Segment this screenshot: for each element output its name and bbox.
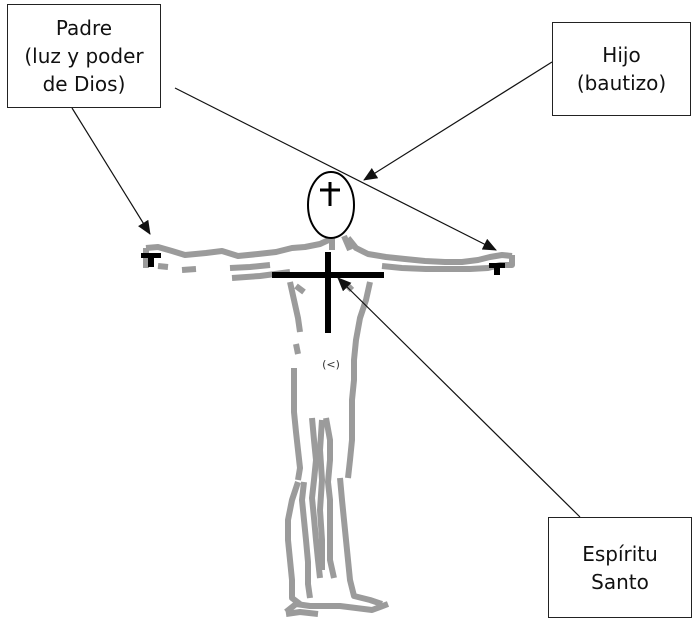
hijo-line-1: Hijo xyxy=(602,41,640,69)
espiritu-line-1: Espíritu xyxy=(582,540,658,568)
label-box-padre: Padre (luz y poder de Dios) xyxy=(7,4,161,108)
arrow-espiritu-cross xyxy=(338,278,580,517)
arm-upper-outline-right xyxy=(348,238,512,262)
arm-lower-left-dash2 xyxy=(182,269,196,270)
padre-line-1: Padre xyxy=(56,14,112,42)
leg-right-outer xyxy=(340,478,382,604)
torso-left-lower xyxy=(294,368,300,480)
torso-left-mid xyxy=(296,344,298,354)
padre-line-3: de Dios) xyxy=(43,70,126,98)
leg-right-inner xyxy=(326,418,334,578)
arrow-hijo-head xyxy=(364,62,552,180)
chest-inner-left xyxy=(296,286,304,292)
navel-mark: (<) xyxy=(322,358,340,371)
label-box-espiritu-santo: Espíritu Santo xyxy=(548,517,692,618)
padre-line-2: (luz y poder xyxy=(24,42,143,70)
arrow-padre-left-hand xyxy=(72,108,150,234)
hijo-line-2: (bautizo) xyxy=(577,69,666,97)
arm-upper-outline xyxy=(146,238,333,256)
leg-left-inner-2 xyxy=(302,482,310,598)
label-box-hijo: Hijo (bautizo) xyxy=(552,22,691,116)
arm-lower-left xyxy=(230,265,270,268)
right-hand-mark xyxy=(489,263,505,268)
left-hand-mark xyxy=(141,253,161,258)
leg-center xyxy=(320,420,322,570)
arm-lower-left-dash xyxy=(158,266,168,267)
right-hand-mark-stem xyxy=(494,268,500,275)
torso-right xyxy=(348,282,370,478)
left-hand-mark-stem xyxy=(148,258,154,267)
leg-left-outer xyxy=(288,482,300,604)
feet-lower xyxy=(286,612,318,614)
espiritu-line-2: Santo xyxy=(591,568,649,596)
